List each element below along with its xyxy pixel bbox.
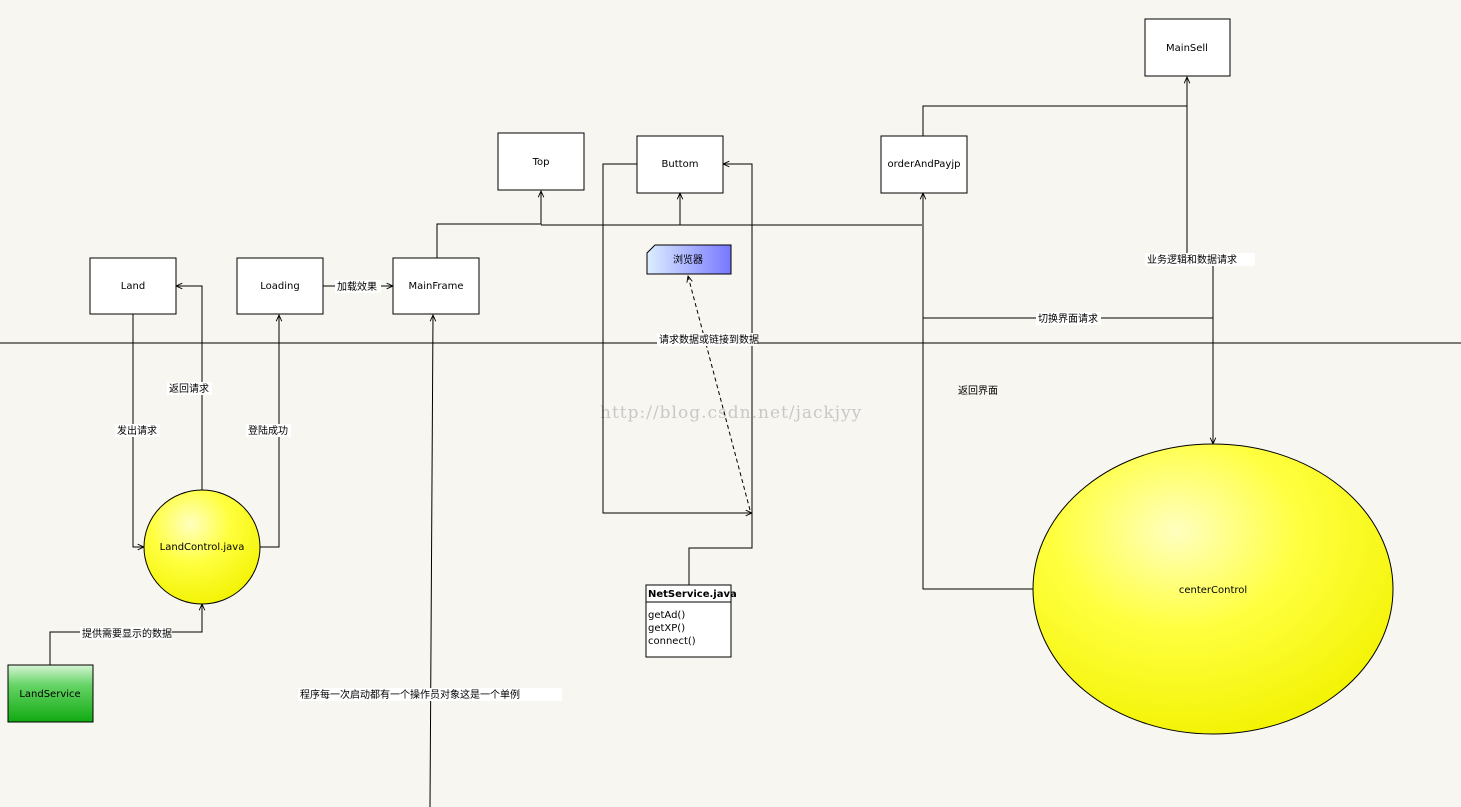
edge-buttom-loop [602,163,752,513]
node-centercontrol[interactable]: centerControl [1032,443,1394,735]
label-send-request: 发出请求 [117,424,157,437]
label-singleton-note: 程序每一次启动都有一个操作员对象这是一个单例 [300,688,520,701]
node-mainframe[interactable]: MainFrame [392,257,480,315]
edge-send-request [132,314,144,547]
edge-mainframe-top [436,191,541,258]
node-landservice[interactable]: LandService [7,664,94,723]
node-landcontrol[interactable]: LandControl.java [143,489,261,605]
edge-labels: 加载效果 发出请求 返回请求 登陆成功 提供需要显示的数据 程序每一次启动都有一… [80,253,1255,701]
node-landservice-label: LandService [19,689,80,700]
label-provide-data: 提供需要显示的数据 [82,627,172,640]
node-landcontrol-label: LandControl.java [160,542,245,553]
node-loading[interactable]: Loading [236,257,324,315]
node-land[interactable]: Land [89,257,177,315]
edge-buttom-return [723,164,753,513]
node-loading-label: Loading [260,281,299,292]
edge-singleton [429,315,433,807]
edge-login-success [260,315,279,548]
node-top-label: Top [532,157,550,168]
node-order-and-payjp[interactable]: orderAndPayjp [880,135,968,194]
node-netservice-title: NetService.java [648,589,737,600]
edge-netservice [688,513,753,585]
netservice-method: getXP() [648,623,685,634]
watermark: http://blog.csdn.net/jackjyy [600,403,862,423]
node-mainframe-label: MainFrame [408,281,463,292]
node-browser[interactable]: 浏览器 [646,244,732,275]
node-browser-label: 浏览器 [673,253,703,266]
edge-center-order [923,193,1033,590]
node-land-label: Land [121,281,145,292]
node-centercontrol-label: centerControl [1179,585,1247,596]
node-buttom[interactable]: Buttom [636,135,724,194]
node-mainsell[interactable]: MainSell [1144,18,1231,77]
edge-order-mainsell [922,77,1187,136]
netservice-method: connect() [648,636,696,647]
edge-request-data-dashed [688,276,751,511]
node-mainsell-label: MainSell [1166,43,1208,54]
label-request-data: 请求数据或链接到数据 [659,333,759,346]
connectors [49,77,1213,807]
label-switch-request: 切换界面请求 [1038,312,1098,325]
node-netservice[interactable]: NetService.java getAd() getXP() connect(… [645,584,737,658]
label-return-ui: 返回界面 [958,385,998,397]
label-business-logic: 业务逻辑和数据请求 [1147,253,1237,266]
label-return-request: 返回请求 [169,382,209,395]
label-login-success: 登陆成功 [248,424,288,437]
node-order-label: orderAndPayjp [888,159,961,170]
node-top[interactable]: Top [497,132,585,191]
node-buttom-label: Buttom [662,159,699,170]
netservice-method: getAd() [648,610,685,621]
edge-return-request [176,286,203,490]
label-load-effect: 加载效果 [337,280,377,293]
